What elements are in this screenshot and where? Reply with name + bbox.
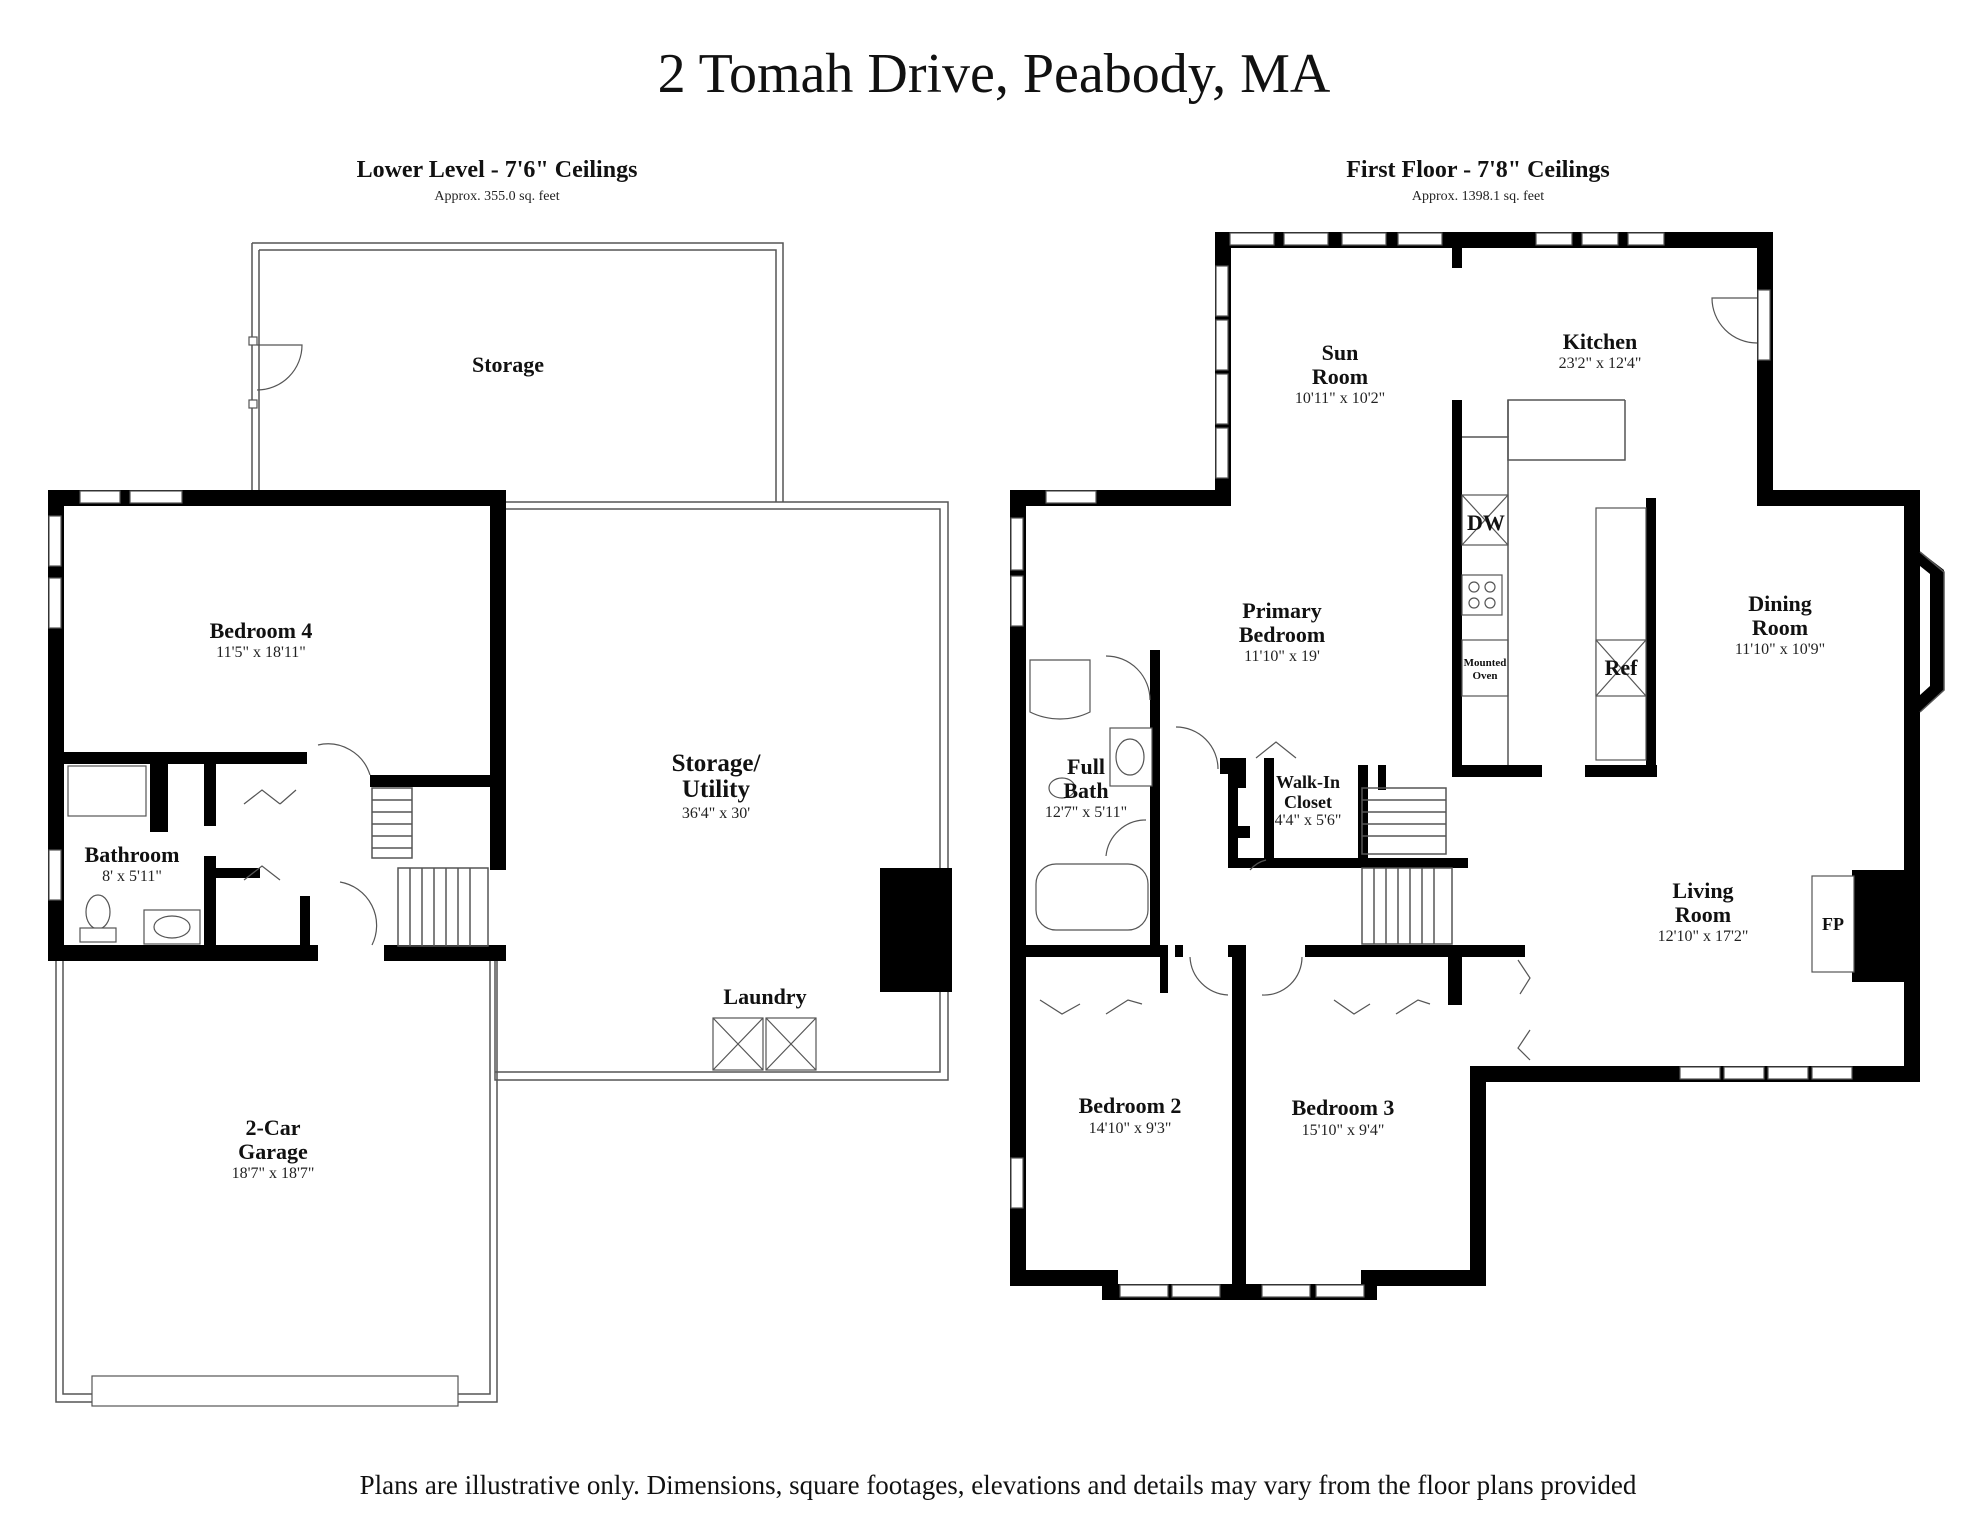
storage-label: Storage bbox=[472, 352, 544, 377]
window bbox=[48, 577, 62, 629]
lower-level-heading: Lower Level - 7'6" Ceilings bbox=[357, 157, 638, 183]
sun-room-label-line2: Room bbox=[1312, 364, 1368, 389]
dining-room-dims: 11'10" x 10'9" bbox=[1735, 641, 1825, 658]
primary-bedroom-label-line2: Bedroom bbox=[1239, 622, 1325, 647]
storage-utility-label-line2: Utility bbox=[682, 776, 751, 803]
primary-bedroom-dims: 11'10" x 19' bbox=[1244, 648, 1320, 665]
kitchen-island bbox=[1595, 507, 1647, 761]
dining-room-label-line2: Room bbox=[1752, 615, 1808, 640]
ref-label: Ref bbox=[1605, 655, 1639, 680]
toilet bbox=[85, 894, 111, 930]
lower-level-plan: Storage Bedroom 4 11'5" x 18'11" Storage… bbox=[48, 242, 952, 1407]
sun-room-dims: 10'11" x 10'2" bbox=[1295, 390, 1385, 407]
first-floor-area: Approx. 1398.1 sq. feet bbox=[1412, 189, 1544, 204]
storage-utility-outline bbox=[494, 501, 949, 1081]
dw-label: DW bbox=[1467, 510, 1505, 535]
bathtub bbox=[1035, 863, 1149, 931]
chimney bbox=[880, 868, 952, 992]
mounted-oven-label-line2: Oven bbox=[1472, 670, 1497, 682]
corner-shower bbox=[1029, 659, 1091, 720]
fireplace-chimney bbox=[1852, 870, 1906, 982]
windows bbox=[1010, 232, 1853, 1298]
bedroom3-dims: 15'10" x 9'4" bbox=[1302, 1122, 1385, 1139]
storage-outline bbox=[251, 242, 784, 502]
storage-utility-dims: 36'4" x 30' bbox=[682, 805, 750, 822]
full-bath-label-line2: Bath bbox=[1063, 778, 1108, 803]
page-title: 2 Tomah Drive, Peabody, MA bbox=[658, 43, 1331, 105]
first-floor-plan: Sun Room 10'11" x 10'2" Kitchen 23'2" x … bbox=[1010, 232, 1945, 1300]
garage-label-line2: Garage bbox=[238, 1139, 308, 1164]
walk-in-closet-label: Walk-In bbox=[1276, 772, 1340, 792]
storage-door bbox=[256, 344, 303, 391]
storage-utility-label: Storage/ bbox=[672, 750, 762, 777]
bedroom3-label: Bedroom 3 bbox=[1292, 1095, 1395, 1120]
cooktop bbox=[1461, 574, 1503, 616]
mounted-oven-label: Mounted bbox=[1464, 657, 1507, 669]
kitchen-dims: 23'2" x 12'4" bbox=[1559, 355, 1642, 372]
bedroom2-label: Bedroom 2 bbox=[1079, 1093, 1182, 1118]
primary-bedroom-label: Primary bbox=[1242, 598, 1321, 623]
shower bbox=[67, 765, 147, 817]
first-floor-heading: First Floor - 7'8" Ceilings bbox=[1346, 157, 1610, 183]
walk-in-closet-label-line2: Closet bbox=[1284, 792, 1332, 812]
window bbox=[129, 490, 183, 504]
laundry-label: Laundry bbox=[723, 984, 806, 1009]
full-bath-label: Full bbox=[1067, 754, 1105, 779]
window bbox=[48, 515, 62, 567]
garage-door bbox=[91, 1375, 459, 1407]
window bbox=[79, 490, 121, 504]
dining-room-label: Dining bbox=[1748, 591, 1812, 616]
window bbox=[48, 849, 62, 901]
lower-level-area: Approx. 355.0 sq. feet bbox=[434, 189, 559, 204]
bedroom4-label: Bedroom 4 bbox=[210, 618, 313, 643]
disclaimer: Plans are illustrative only. Dimensions,… bbox=[360, 1470, 1637, 1500]
living-room-label-line2: Room bbox=[1675, 902, 1731, 927]
bedroom2-dims: 14'10" x 9'3" bbox=[1089, 1120, 1172, 1137]
full-bath-dims: 12'7" x 5'11" bbox=[1045, 804, 1127, 821]
garage-label: 2-Car bbox=[246, 1115, 301, 1140]
living-room-dims: 12'10" x 17'2" bbox=[1658, 928, 1749, 945]
living-room-label: Living bbox=[1672, 878, 1733, 903]
garage-dims: 18'7" x 18'7" bbox=[232, 1165, 315, 1182]
bathroom-dims: 8' x 5'11" bbox=[102, 868, 162, 885]
fp-label: FP bbox=[1822, 914, 1844, 934]
bedroom4-dims: 11'5" x 18'11" bbox=[216, 644, 306, 661]
fireplace bbox=[1811, 875, 1855, 973]
sun-room-label: Sun bbox=[1322, 340, 1359, 365]
bathroom-label: Bathroom bbox=[85, 842, 180, 867]
kitchen-label: Kitchen bbox=[1563, 329, 1638, 354]
bath-toilet bbox=[1048, 777, 1076, 799]
walk-in-closet-dims: 4'4" x 5'6" bbox=[1275, 812, 1342, 829]
